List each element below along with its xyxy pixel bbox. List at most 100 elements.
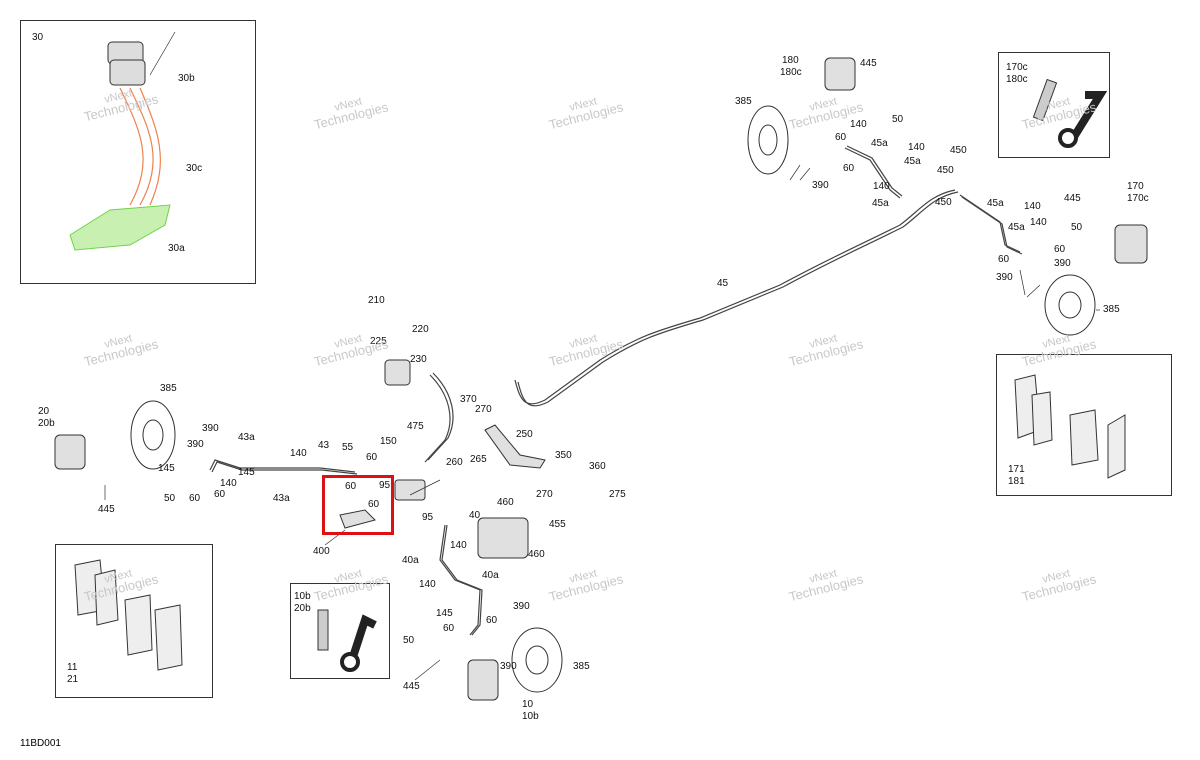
callout: 140 [873, 181, 890, 192]
callout: 445 [403, 681, 420, 692]
callout: 50 [403, 635, 415, 646]
callout: 50 [164, 493, 176, 504]
callout: 45a [904, 156, 921, 167]
callout: 450 [935, 197, 952, 208]
callout: 270 [475, 404, 492, 415]
callout: 270 [536, 489, 553, 500]
callout: 145 [238, 467, 255, 478]
callout: 400 [313, 546, 330, 557]
bleeder-inset-bottom-art [317, 609, 377, 672]
callout: 265 [470, 454, 487, 465]
callout: 60 [1054, 244, 1066, 255]
callout: 150 [380, 436, 397, 447]
valve-150 [394, 479, 426, 501]
brake-line-45-b [517, 191, 959, 407]
callout: 385 [735, 96, 752, 107]
disc-rear-left [130, 400, 176, 470]
inset-label: 11 [67, 662, 78, 673]
callout: 385 [573, 661, 590, 672]
callout: 370 [460, 394, 477, 405]
callout: 140 [1024, 201, 1041, 212]
rear-left-line [209, 459, 356, 473]
callout: 45a [871, 138, 888, 149]
callout: 385 [1103, 304, 1120, 315]
callout: 140 [908, 142, 925, 153]
callout: 460 [528, 549, 545, 560]
callout: 95 [422, 512, 434, 523]
caliper-20 [54, 434, 86, 470]
callout: 475 [407, 421, 424, 432]
callout: 260 [446, 457, 463, 468]
bracket-400 [339, 509, 376, 529]
callout: 140 [1030, 217, 1047, 228]
caliper-170 [1114, 224, 1148, 264]
inset-label: 181 [1008, 476, 1025, 487]
callout: 43a [238, 432, 255, 443]
callout: 385 [160, 383, 177, 394]
disc-front-right [1044, 274, 1096, 336]
callout: 220 [412, 324, 429, 335]
callout: 230 [410, 354, 427, 365]
callout: 50 [892, 114, 904, 125]
callout: 45a [1008, 222, 1025, 233]
callout: 145 [436, 608, 453, 619]
line-475 [424, 374, 451, 463]
callout: 60 [486, 615, 498, 626]
callout: 60 [368, 499, 380, 510]
inset-label: 30b [178, 73, 195, 84]
reservoir-inset-art [69, 41, 171, 251]
callout: 60 [835, 132, 847, 143]
callout: 390 [996, 272, 1013, 283]
callout: 45a [987, 198, 1004, 209]
callout: 140 [290, 448, 307, 459]
callout: 60 [843, 163, 855, 174]
callout: 360 [589, 461, 606, 472]
caliper-180 [824, 57, 856, 91]
callout: 250 [516, 429, 533, 440]
callout: 140 [850, 119, 867, 130]
rear-right-line [439, 524, 481, 636]
inset-label: 30a [168, 243, 185, 254]
callout: 445 [98, 504, 115, 515]
brake-line-45 [514, 189, 956, 405]
callout: 445 [860, 58, 877, 69]
callout: 170 [1127, 181, 1144, 192]
rear-left-line-b [211, 461, 358, 475]
callout: 140 [220, 478, 237, 489]
callout: 45 [717, 278, 729, 289]
callout: 140 [450, 540, 467, 551]
callout: 140 [419, 579, 436, 590]
callout: 455 [549, 519, 566, 530]
callout: 60 [998, 254, 1010, 265]
diagram-code: 11BD001 [20, 738, 61, 749]
callout: 225 [370, 336, 387, 347]
callout: 55 [342, 442, 354, 453]
callout: 390 [812, 180, 829, 191]
callout: 43 [318, 440, 330, 451]
pads-inset-left [55, 544, 213, 698]
callout: 20 [38, 406, 50, 417]
callout: 60 [366, 452, 378, 463]
callout: 450 [950, 145, 967, 156]
callout: 60 [189, 493, 201, 504]
callout: 60 [214, 489, 226, 500]
callout: 350 [555, 450, 572, 461]
callout: 390 [1054, 258, 1071, 269]
inset-label: 170c [1006, 62, 1028, 73]
callout: 390 [500, 661, 517, 672]
disc-rear-right [511, 627, 563, 693]
rear-right-line-b [441, 524, 483, 636]
reservoir-455 [477, 517, 529, 559]
line-475-b [427, 372, 454, 461]
callout: 10b [522, 711, 539, 722]
inset-label: 171 [1008, 464, 1025, 475]
callout: 445 [1064, 193, 1081, 204]
bleeder-inset-bottom [290, 583, 390, 679]
callout: 60 [345, 481, 357, 492]
callout: 95 [379, 480, 391, 491]
pads-inset-left-art [74, 559, 183, 671]
callout: 460 [497, 497, 514, 508]
inset-label: 30c [186, 163, 203, 174]
callout: 45a [872, 198, 889, 209]
